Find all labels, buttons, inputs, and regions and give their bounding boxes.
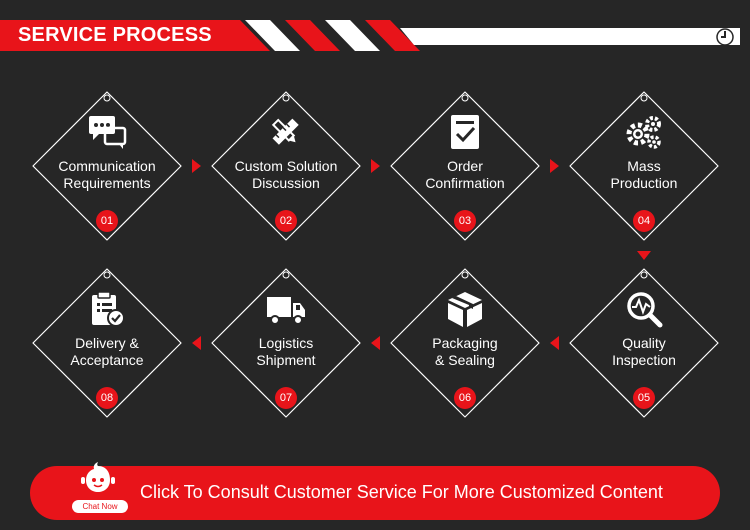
header-title-banner xyxy=(0,20,270,51)
step-label-line1: Order xyxy=(447,158,483,174)
chat-now-label[interactable]: Chat Now xyxy=(72,500,128,513)
step-label-line1: Packaging xyxy=(432,335,498,351)
step-diamond-frame xyxy=(569,91,719,241)
arrow-right-icon xyxy=(550,159,559,173)
step-diamond-frame xyxy=(211,91,361,241)
page-title: SERVICE PROCESS xyxy=(18,24,212,46)
step-quality-inspection: Quality Inspection 05 xyxy=(564,263,724,423)
step-label-line2: Acceptance xyxy=(70,352,144,368)
step-number-badge: 02 xyxy=(275,210,297,232)
consult-customer-service-button[interactable]: Chat Now Click To Consult Customer Servi… xyxy=(30,462,720,520)
step-label-line1: Logistics xyxy=(258,335,314,351)
step-label: Communication Requirements xyxy=(37,158,177,192)
step-label-line1: Communication xyxy=(58,158,156,174)
step-number-badge: 05 xyxy=(633,387,655,409)
magnifier-chart-icon xyxy=(627,292,663,328)
step-label: Delivery & Acceptance xyxy=(37,335,177,369)
step-label: Packaging & Sealing xyxy=(395,335,535,369)
step-diamond-frame xyxy=(32,91,182,241)
gears-icon xyxy=(626,116,661,149)
box-icon xyxy=(448,292,482,327)
chat-mascot-icon xyxy=(81,462,115,492)
step-label: Order Confirmation xyxy=(395,158,535,192)
step-diamond-frame xyxy=(390,268,540,418)
step-label-line1: Delivery & xyxy=(75,335,139,351)
step-label-line2: Confirmation xyxy=(425,175,505,191)
arrow-left-icon xyxy=(550,336,559,350)
step-label-line2: Production xyxy=(610,175,678,191)
step-number-badge: 01 xyxy=(96,210,118,232)
document-check-icon xyxy=(451,115,479,149)
clipboard-check-icon xyxy=(92,291,125,327)
step-label-line1: Custom Solution xyxy=(234,158,338,174)
clock-icon xyxy=(716,28,734,46)
step-label-line2: Requirements xyxy=(63,175,151,191)
step-number-badge: 07 xyxy=(275,387,297,409)
step-number-badge: 08 xyxy=(96,387,118,409)
step-label-line2: Shipment xyxy=(256,352,316,368)
header-bar xyxy=(400,28,740,45)
step-packaging-sealing: Packaging & Sealing 06 xyxy=(385,263,545,423)
step-diamond-frame xyxy=(211,268,361,418)
step-label: Quality Inspection xyxy=(574,335,714,369)
step-label: Logistics Shipment xyxy=(216,335,356,369)
arrow-down-icon xyxy=(637,251,651,260)
step-label-line1: Quality xyxy=(622,335,666,351)
step-label-line2: Discussion xyxy=(252,175,320,191)
chat-bubbles-icon xyxy=(89,116,127,149)
step-mass-production: Mass Production 04 xyxy=(564,86,724,246)
header: SERVICE PROCESS xyxy=(0,0,750,60)
step-label: Custom Solution Discussion xyxy=(216,158,356,192)
arrow-left-icon xyxy=(371,336,380,350)
step-diamond-frame xyxy=(32,268,182,418)
step-label-line1: Mass xyxy=(627,158,661,174)
step-diamond-frame xyxy=(390,91,540,241)
step-order-confirmation: Order Confirmation 03 xyxy=(385,86,545,246)
step-number-badge: 03 xyxy=(454,210,476,232)
step-number-badge: 06 xyxy=(454,387,476,409)
step-label-line2: Inspection xyxy=(612,352,676,368)
step-diamond-frame xyxy=(569,268,719,418)
step-communication-requirements: Communication Requirements 01 xyxy=(27,86,187,246)
step-delivery-acceptance: Delivery & Acceptance 08 xyxy=(27,263,187,423)
step-custom-solution-discussion: Custom Solution Discussion 02 xyxy=(206,86,366,246)
cta-text: Click To Consult Customer Service For Mo… xyxy=(140,482,663,502)
arrow-left-icon xyxy=(192,336,201,350)
truck-icon xyxy=(267,297,305,325)
step-logistics-shipment: Logistics Shipment 07 xyxy=(206,263,366,423)
step-number-badge: 04 xyxy=(633,210,655,232)
pencil-ruler-icon xyxy=(271,118,299,145)
step-label: Mass Production xyxy=(574,158,714,192)
arrow-right-icon xyxy=(192,159,201,173)
arrow-right-icon xyxy=(371,159,380,173)
step-label-line2: & Sealing xyxy=(435,352,495,368)
